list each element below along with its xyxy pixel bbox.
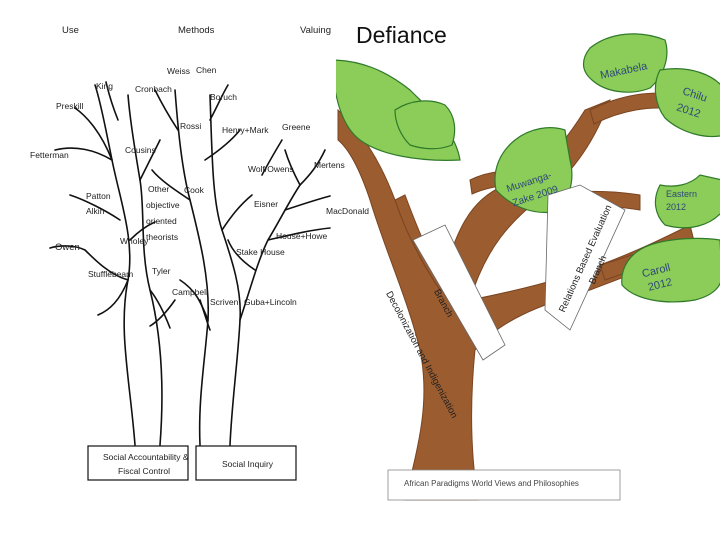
name-theorists: theorists bbox=[146, 233, 178, 242]
name-henry-mark: Henry+Mark bbox=[222, 126, 269, 135]
name-chen: Chen bbox=[196, 66, 216, 75]
african-paradigm-tree: Makabela Chilu 2012 Muwanga- Zake 2009 E… bbox=[336, 0, 720, 540]
name-guba-lincoln: Guba+Lincoln bbox=[244, 298, 297, 307]
name-preskill: Preskill bbox=[56, 102, 83, 111]
leaf-easton: Eastern bbox=[666, 190, 697, 199]
name-other: Other bbox=[148, 185, 169, 194]
root-fiscal-control: Fiscal Control bbox=[118, 467, 170, 476]
header-use: Use bbox=[62, 26, 79, 36]
name-alkin: Alkin bbox=[86, 207, 104, 216]
name-house-howe: House+Howe bbox=[276, 232, 327, 241]
tree-base-label: African Paradigms World Views and Philos… bbox=[404, 480, 579, 488]
root-social-accountability: Social Accountability & bbox=[103, 453, 189, 462]
name-objective: objective bbox=[146, 201, 180, 210]
name-stake-house: Stake House bbox=[236, 248, 285, 257]
name-patton: Patton bbox=[86, 192, 111, 201]
name-cronbach: Cronbach bbox=[135, 85, 172, 94]
name-eisner: Eisner bbox=[254, 200, 278, 209]
slide-title: Defiance bbox=[356, 24, 447, 47]
name-scriven: Scriven bbox=[210, 298, 238, 307]
name-weiss: Weiss bbox=[167, 67, 190, 76]
name-cook: Cook bbox=[184, 186, 204, 195]
header-methods: Methods bbox=[178, 26, 214, 36]
name-cousins: Cousins bbox=[125, 146, 156, 155]
name-king: King bbox=[96, 82, 113, 91]
name-wholey: Wholey bbox=[120, 237, 148, 246]
root-social-inquiry: Social Inquiry bbox=[222, 460, 273, 469]
name-owen: Owen bbox=[55, 243, 80, 253]
leaf-easton-year: 2012 bbox=[666, 203, 686, 212]
name-rossi: Rossi bbox=[180, 122, 201, 131]
name-fetterman: Fetterman bbox=[30, 151, 69, 160]
header-valuing: Valuing bbox=[300, 26, 331, 36]
name-greene: Greene bbox=[282, 123, 310, 132]
name-stufflebeam: Stufflebeam bbox=[88, 270, 133, 279]
name-boruch: Boruch bbox=[210, 93, 237, 102]
name-campbell: Campbell bbox=[172, 288, 208, 297]
name-tyler: Tyler bbox=[152, 267, 170, 276]
name-oriented: oriented bbox=[146, 217, 177, 226]
name-wolf-owens: Wolf/Owens bbox=[248, 165, 294, 174]
